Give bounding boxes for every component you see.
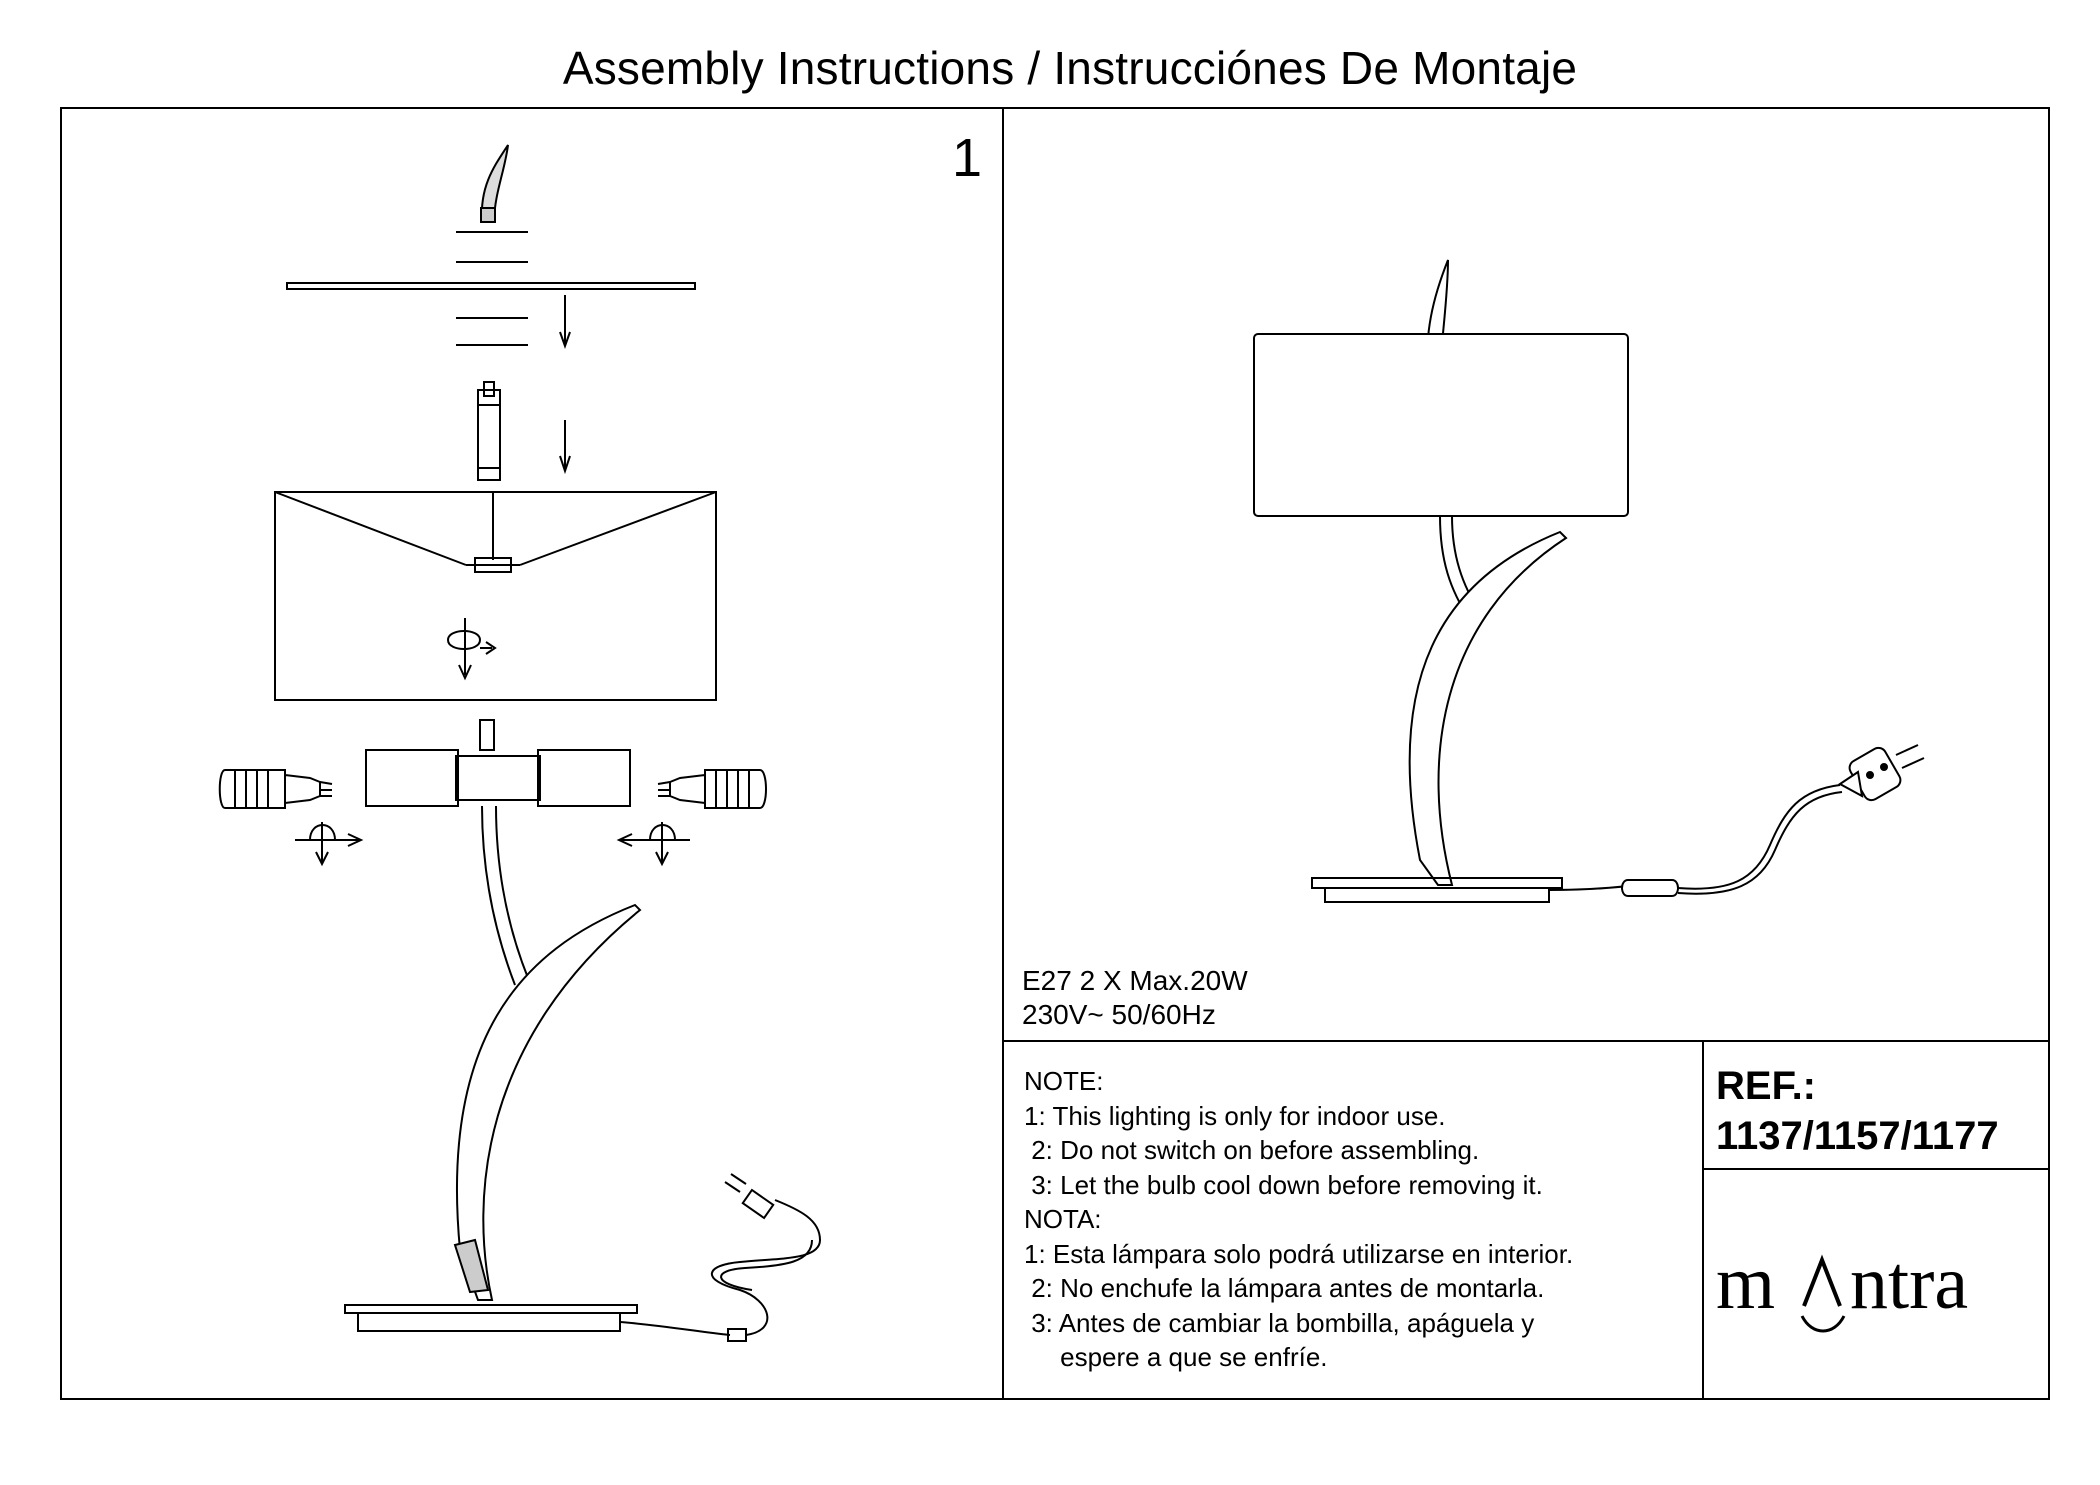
note-en-3: 3: Let the bulb cool down before removin…	[1024, 1169, 1543, 1200]
safety-notes: NOTE: 1: This lighting is only for indoo…	[1024, 1064, 1573, 1375]
lamp-shade-icon	[274, 491, 717, 701]
instruction-frame	[60, 107, 2050, 1400]
lamp-base-icon	[344, 1304, 638, 1332]
note-es-3: 3: Antes de cambiar la bombilla, apáguel…	[1024, 1307, 1535, 1338]
notes-divider	[1002, 1040, 2050, 1042]
power-cord-icon	[619, 1199, 822, 1342]
rotate-arrow-icon	[616, 822, 690, 867]
svg-text:m: m	[1716, 1241, 1775, 1325]
brand-divider	[1702, 1168, 2050, 1170]
assembled-lamp-icon	[1253, 259, 1925, 903]
panel-divider	[1002, 107, 1004, 1400]
electrical-specs: E27 2 X Max.20W 230V~ 50/60Hz	[1022, 964, 1248, 1032]
down-arrow-icon	[559, 420, 571, 475]
note-es-2: 2: No enchufe la lámpara antes de montar…	[1024, 1273, 1545, 1303]
rotate-arrow-icon	[295, 822, 364, 867]
svg-text:ntra: ntra	[1850, 1241, 1968, 1325]
bulb-icon	[657, 769, 767, 809]
note-es-1: 1: Esta lámpara solo podrá utilizarse en…	[1024, 1238, 1574, 1269]
coupler-icon	[477, 381, 501, 481]
ref-label: REF.:	[1716, 1064, 1816, 1108]
shade-cap-icon	[286, 282, 696, 290]
ref-divider	[1702, 1040, 1704, 1400]
down-arrow-icon	[559, 295, 571, 349]
plug-icon	[724, 1173, 775, 1220]
specs-line-2: 230V~ 50/60Hz	[1022, 999, 1216, 1030]
note-en-2: 2: Do not switch on before assembling.	[1024, 1135, 1480, 1165]
note-en-1: 1: This lighting is only for indoor use.	[1024, 1100, 1446, 1131]
page-title: Assembly Instructions / Instrucciónes De…	[562, 42, 1578, 94]
notes-heading-en: NOTE:	[1024, 1066, 1104, 1096]
mantra-logo: m ntra	[1716, 1241, 1968, 1333]
bulb-icon	[218, 769, 333, 809]
notes-heading-es: NOTA:	[1024, 1204, 1102, 1234]
rotate-arrow-icon	[447, 618, 497, 681]
specs-line-1: E27 2 X Max.20W	[1022, 965, 1248, 996]
note-es-4: espere a que se enfríe.	[1024, 1342, 1328, 1372]
step-number: 1	[952, 128, 983, 188]
finial-icon	[480, 144, 509, 223]
ref-codes: 1137/1157/1177	[1716, 1114, 1999, 1158]
socket-housing-icon	[365, 719, 631, 807]
lamp-arm-icon	[453, 903, 642, 1301]
